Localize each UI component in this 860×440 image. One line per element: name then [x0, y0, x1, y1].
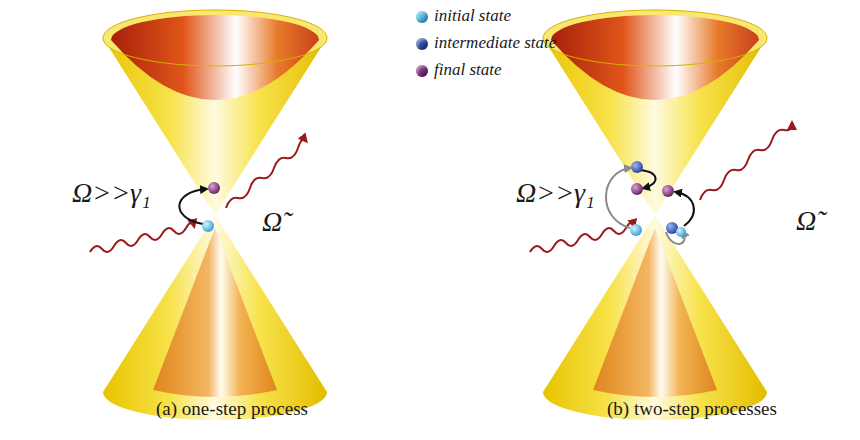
legend-swatch [416, 38, 428, 50]
emitted-frequency-label: Ω̃ [262, 205, 282, 239]
legend-text: final state [434, 60, 502, 80]
legend-text: initial state [434, 6, 511, 26]
legend-text: intermediate state [434, 33, 556, 53]
panel-caption: (a) one-step process [156, 398, 308, 421]
legend-swatch [416, 65, 428, 77]
pump-frequency-label: Ω>>γ₁ [72, 176, 151, 210]
legend-swatch [416, 11, 428, 23]
pump-frequency-label: Ω>>γ₁ [516, 176, 595, 210]
panel-caption: (b) two-step processes [607, 398, 777, 421]
emitted-frequency-label: Ω̃ [796, 204, 816, 238]
